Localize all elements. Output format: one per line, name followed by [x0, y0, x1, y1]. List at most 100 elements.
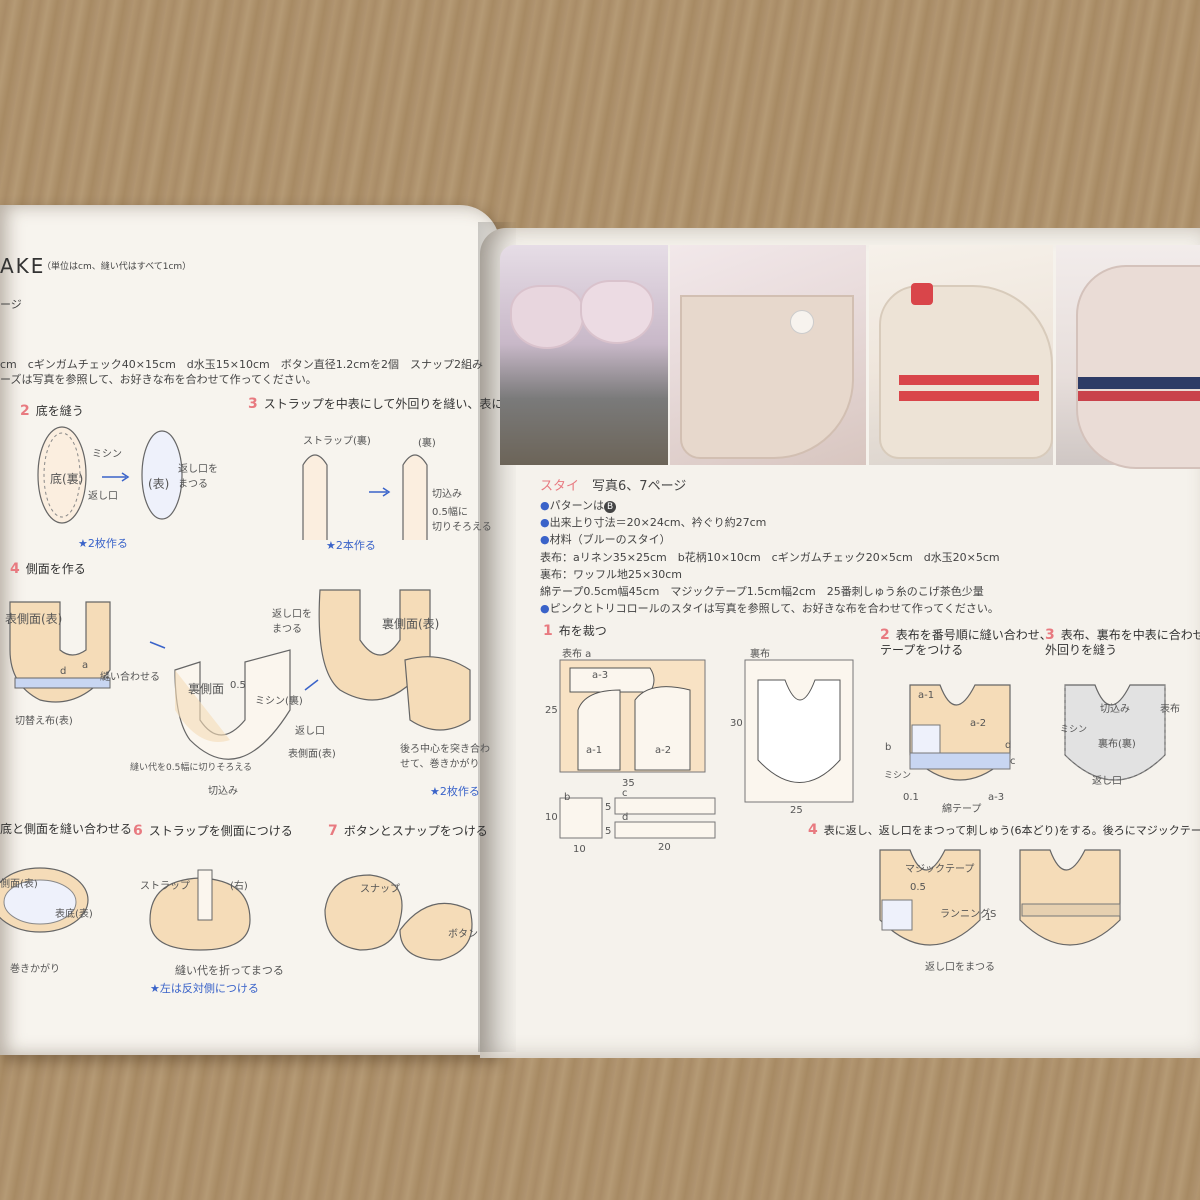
label-nuishiro: 縫い代を0.5幅に切りそろえる	[130, 763, 253, 773]
label-urafu-ura: 裏布(裏)	[1098, 739, 1136, 750]
label-migi: (右)	[230, 881, 248, 892]
step-5: 底と側面を縫い合わせる	[0, 822, 133, 836]
label-strap: ストラップ	[140, 881, 190, 892]
star-left-side: ★左は反対側につける	[150, 982, 259, 995]
label-half: 0.5	[230, 680, 246, 691]
label-haba: 0.5幅に 切りそろえる	[432, 507, 492, 533]
label-mishin-bib-2: ミシン	[1060, 725, 1088, 735]
label-a3: a-3	[592, 670, 609, 681]
bib-finish-drawing	[879, 849, 1121, 946]
label-omote: (表)	[148, 477, 170, 491]
label-sokumen-omote: 側面(表)	[0, 879, 38, 890]
label-kaeshi-matsuru: 返し口をまつる	[925, 962, 995, 973]
label-a3-bib: a-3	[988, 792, 1005, 803]
label-urafu: 裏布	[750, 649, 770, 660]
star-2-strips: ★2本作る	[326, 539, 376, 552]
label-d: d	[60, 666, 67, 677]
label-omote-a: 表布 a	[562, 649, 592, 660]
label-mishin-bib: ミシン	[884, 771, 912, 781]
right-step-3: 3表布、裏布を中表に合わせて 外回りを縫う	[1045, 627, 1200, 658]
label-kirikomi: 切込み	[432, 489, 462, 500]
label-30: 30	[730, 718, 743, 729]
bib-back-drawing	[1064, 684, 1166, 781]
note-line: ーズは写真を参照して、お好きな布を合わせて作ってください。	[0, 373, 317, 386]
unit-note: （単位はcm、縫い代はすべて1cm）	[42, 262, 192, 272]
label-back-center: 後ろ中心を突き合わ せて、巻きかがり	[400, 744, 490, 770]
label-5: 5	[605, 802, 612, 813]
label-b: b	[564, 792, 571, 803]
materials-line: cm cギンガムチェック40×15cm d水玉15×10cm ボタン直径1.2c…	[0, 358, 483, 371]
label-25b: 25	[790, 805, 803, 816]
sole-pattern-drawing	[37, 426, 183, 524]
page-ref: ージ	[0, 298, 22, 311]
ura-fabric: 裏布：ワッフル地25×30cm	[540, 568, 682, 581]
label-a2: a-2	[655, 745, 672, 756]
star-2-sheets-a: ★2枚作る	[78, 537, 128, 550]
photo-shoe-strap	[670, 245, 866, 465]
shoe-drawings	[0, 867, 473, 961]
label-d-bib: d	[1005, 740, 1012, 751]
size-line: ●出来上り寸法＝20×24cm、衿ぐり約27cm	[540, 516, 767, 529]
label-strap-ura: ストラップ(裏)	[303, 436, 371, 447]
pink-note: ●ピンクとトリコロールのスタイは写真を参照して、お好きな布を合わせて作ってくださ…	[540, 602, 999, 615]
right-step-4: 4表に返し、返し口をまつって刺しゅう(6本どり)をする。後ろにマジックテープをつ…	[808, 822, 1200, 838]
strap-drawing	[302, 454, 428, 540]
label-button: ボタン	[448, 929, 478, 940]
label-nuiawaseru: 縫い合わせる	[100, 672, 160, 683]
label-1: 1	[985, 912, 992, 923]
label-kaeshiguchi-matsuru: 返し口を まつる	[178, 464, 218, 490]
label-ura-sokumen-omote: 裏側面(表)	[382, 617, 440, 631]
bib-front-drawing	[909, 684, 1011, 781]
label-running: ランニングS	[940, 909, 997, 920]
star-2-sheets-c: ★2枚作る	[430, 785, 480, 798]
label-01: 0.1	[903, 792, 919, 803]
label-soko-ura: 底(裏)	[50, 472, 84, 486]
label-kaeshiguchi: 返し口	[88, 491, 118, 502]
label-kaeshiguchi-2: 返し口	[295, 726, 325, 737]
label-10b: 10	[573, 844, 586, 855]
label-mishin-ura: ミシン(裏)	[255, 696, 303, 707]
label-omote-sokumen-2: 表側面(表)	[288, 749, 336, 760]
label-a1-bib: a-1	[918, 690, 935, 701]
label-wata-tape: 綿テープ	[942, 804, 982, 815]
label-kaeshi-matsuru-2: 返し口を まつる	[272, 609, 312, 635]
label-makikagari: 巻きかがり	[10, 964, 60, 975]
label-a2-bib: a-2	[970, 718, 987, 729]
label-c: c	[622, 788, 628, 799]
label-05: 0.5	[910, 882, 926, 893]
material-head: ●材料（ブルーのスタイ）	[540, 533, 671, 546]
label-kirikomi-bib: 切込み	[1100, 704, 1130, 715]
label-d-right: d	[622, 812, 629, 823]
label-a: a	[82, 660, 89, 671]
label-omotefu: 表布	[1160, 704, 1180, 715]
label-soko-omote: 表底(表)	[55, 909, 93, 920]
label-mishin: ミシン	[92, 449, 122, 460]
label-nuishiro-oru: 縫い代を折ってまつる	[175, 964, 284, 977]
photo-bib	[1056, 245, 1200, 469]
photo-shoe-button	[869, 245, 1053, 465]
label-snap: スナップ	[360, 884, 400, 895]
side-panel-drawing	[9, 589, 471, 760]
label-b-bib: b	[885, 742, 892, 753]
label-20: 20	[658, 842, 671, 853]
photo-shoes	[500, 245, 668, 465]
label-kirikae: 切替え布(表)	[15, 716, 73, 727]
label-10: 10	[545, 812, 558, 823]
label-a1: a-1	[586, 745, 603, 756]
label-ura: (裏)	[418, 438, 436, 449]
label-kirikomi-2: 切込み	[208, 786, 238, 797]
label-magic-tape: マジックテープ	[905, 864, 975, 875]
section-title: スタイ 写真6、7ページ	[540, 479, 687, 494]
cutting-layout-drawing	[559, 659, 854, 839]
label-c-bib: c	[1010, 756, 1016, 767]
omote-fabric: 表布：aリネン35×25cm b花柄10×10cm cギンガムチェック20×5c…	[540, 551, 1000, 564]
left-title: AKE	[0, 254, 46, 278]
label-ura-sokumen: 裏側面	[188, 682, 225, 696]
others-line: 綿テープ0.5cm幅45cm マジックテープ1.5cm幅2cm 25番刺しゅう糸…	[540, 585, 984, 598]
